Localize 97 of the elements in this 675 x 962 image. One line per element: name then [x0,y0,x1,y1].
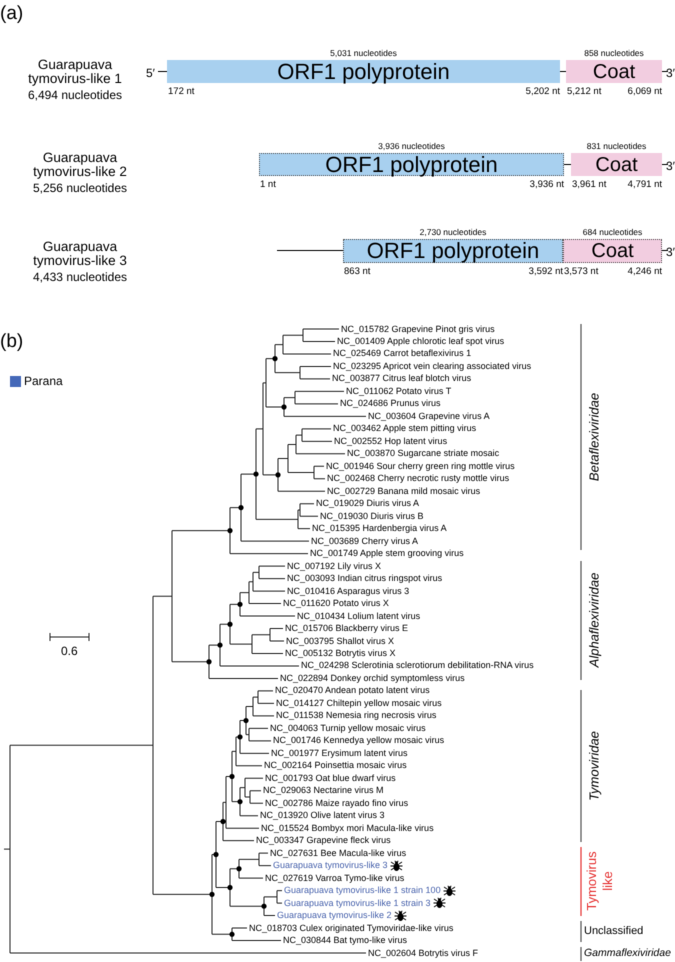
taxon-label: NC_015782 Grapevine Pinot gris virus [341,324,495,334]
taxon-label: NC_005132 Botrytis virus X [285,648,396,659]
length-label: 831 nucleotides [586,141,646,151]
position-label: 4,791 nt [628,179,662,190]
scale-value: 0.6 [61,643,78,660]
taxon-label: Guarapuava tymovirus-like 2 [277,910,392,922]
position-label: 3,961 nt [572,179,606,190]
taxon-label: NC_011620 Potato virus X [283,598,389,610]
position-label: 4,246 nt [628,266,662,277]
end-label: 3′ [666,244,675,261]
genome-line [564,164,572,165]
clade-label: Gammaflexiviridae [584,946,671,962]
position-label: 863 nt [344,266,370,277]
clade-label: Tymovirus like [584,850,616,913]
taxon-label: NC_020470 Andean potato latent virus [275,685,430,696]
position-label: 3,573 nt [564,266,598,277]
taxon-label: NC_003347 Grapevine fleck virus [256,835,391,846]
taxon-label: NC_003877 Citrus leaf blotch virus [332,373,472,384]
length-label: 684 nucleotides [582,227,642,237]
taxon-label: NC_013920 Olive latent virus 3 [260,810,385,822]
legend-label: Parana [24,373,63,390]
taxon-label: NC_003093 Indian citrus ringspot virus [287,573,442,584]
orf-box: ORF1 polyprotein [343,239,563,263]
end-label: 5′ [146,65,155,82]
taxon-label: NC_015395 Hardenbergia virus A [312,523,447,534]
taxon-label: NC_002164 Poinsettia mosaic virus [264,760,407,772]
length-label: 858 nucleotides [584,48,644,58]
clade-label: Unclassified [584,924,644,939]
taxon-label: NC_025469 Carrot betaflexivirus 1 [333,348,472,360]
position-label: 5,212 nt [567,86,602,97]
position-label: 3,592 nt [528,266,563,277]
taxon-label: NC_019029 Diuris virus A [316,498,420,510]
taxon-label: NC_024298 Sclerotinia sclerotiorum debilitation-RNA virus [301,660,534,672]
taxon-label: NC_022894 Donkey orchid symptomless virus [280,672,465,684]
taxon-label: NC_018703 Culex originated Tymoviridae-like virus [249,922,454,934]
taxon-label: NC_019030 Diuris virus B [320,510,424,522]
taxon-label: NC_014127 Chiltepin yellow mosaic virus [276,698,442,709]
taxon-label: NC_004063 Turnip yellow mosaic virus [270,722,426,734]
position-label: 5,202 nt [526,86,560,97]
taxon-label: NC_011538 Nemesia ring necrosis virus [276,710,436,722]
position-label: 6,069 nt [628,86,662,97]
panel-label: (a) [0,2,24,26]
position-label: 3,936 nt [530,179,564,190]
coat-box: Coat [571,153,662,176]
length-label: 3,936 nucleotides [378,141,445,151]
taxon-label: NC_015706 Blackberry virus E [285,623,408,634]
taxon-label: NC_003462 Apple stem pitting virus [333,423,476,434]
position-label: 1 nt [260,179,276,190]
taxon-label: NC_002786 Maize rayado fino virus [265,798,408,809]
taxon-label: NC_003870 Sugarcane striate mosaic [347,448,500,460]
taxon-label: NC_002729 Banana mild mosaic virus [327,486,480,497]
coat-box: Coat [563,239,662,263]
genome-name: Guarapuava tymovirus-like 1 [27,58,123,86]
end-label: 3′ [666,158,675,175]
taxon-label: NC_003604 Grapevine virus A [368,410,490,422]
taxon-label: Guarapuava tymovirus-like 3 [273,860,388,872]
taxon-label: NC_030844 Bat tymo-like virus [283,935,408,946]
coat-box: Coat [566,60,662,83]
taxon-label: NC_002604 Botrytis virus F [368,948,478,958]
genome-name: Guarapuava tymovirus-like 3 [32,240,128,268]
genome-name: Guarapuava tymovirus-like 2 [32,151,128,179]
taxon-label: NC_001409 Apple chlorotic leaf spot virus [337,336,504,347]
taxon-label: NC_003689 Cherry virus A [311,536,418,547]
taxon-label: NC_001749 Apple stem grooving virus [310,548,464,560]
genome-length: 5,256 nucleotides [32,180,128,197]
genome-length: 4,433 nucleotides [32,269,128,286]
taxon-label: NC_002552 Hop latent virus [334,436,448,447]
taxon-label: NC_002468 Cherry necrotic rusty mottle virus [327,473,510,484]
taxon-label: NC_010416 Asparagus virus 3 [287,586,410,597]
taxon-label: NC_024686 Prunus virus [340,398,441,410]
taxon-label: NC_029063 Nectarine virus M [263,785,384,796]
panel-label: (b) [0,330,24,354]
taxon-label: NC_001946 Sour cherry green ring mottle virus [326,460,515,472]
taxon-label: Guarapuava tymovirus-like 1 strain 100 [284,885,441,896]
taxon-label: NC_001793 Oat blue dwarf virus [265,772,396,784]
taxon-label: NC_015524 Bombyx mori Macula-like virus [261,822,434,834]
taxon-label: NC_003795 Shallot virus X [286,636,394,646]
taxon-label: NC_007192 Lily virus X [287,560,382,572]
length-label: 2,730 nucleotides [420,227,486,237]
clade-label: Alphaflexiviridae [585,572,602,668]
clade-label: Tymoviridae [585,731,602,801]
taxon-label: NC_023295 Apricot vein clearing associated virus [333,360,532,372]
position-label: 172 nt [168,86,194,97]
end-label: 3′ [666,65,675,82]
taxon-label: NC_001746 Kennedya yellow mosaic virus [273,735,444,746]
taxon-label: Guarapuava tymovirus-like 1 strain 3 [284,898,431,909]
genome-line [560,71,566,72]
taxon-label: NC_027631 Bee Macula-like virus [270,848,406,859]
taxon-label: NC_010434 Lolium latent virus [297,610,420,622]
orf-box: ORF1 polyprotein [259,153,564,176]
taxon-label: NC_027619 Varroa Tymo-like virus [265,872,404,884]
clade-label: Betaflexiviridae [585,392,602,482]
orf-box: ORF1 polyprotein [167,60,560,83]
taxon-label: NC_001977 Erysimum latent virus [271,748,408,759]
length-label: 5,031 nucleotides [330,48,397,58]
genome-length: 6,494 nucleotides [26,87,124,104]
taxon-label: NC_011062 Potato virus T [346,386,452,397]
